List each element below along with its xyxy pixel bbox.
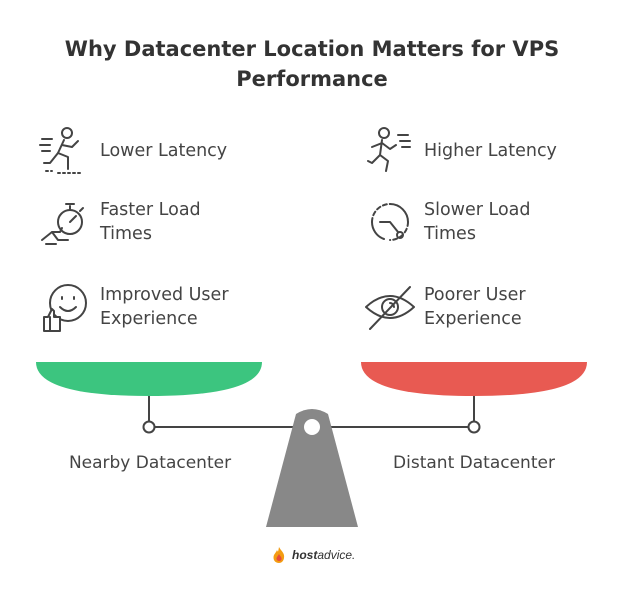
nearby-datacenter-label: Nearby Datacenter xyxy=(68,453,232,473)
benefit-label: Faster Load Times xyxy=(100,200,201,244)
benefit-lower-latency: Lower Latency xyxy=(38,123,227,179)
fulcrum xyxy=(266,409,358,527)
smiley-thumbs-up-icon xyxy=(38,279,94,335)
drawback-label: Slower Load Times xyxy=(424,200,531,244)
distant-datacenter-label: Distant Datacenter xyxy=(393,453,555,473)
flame-icon xyxy=(273,547,285,563)
broken-clock-icon xyxy=(362,194,418,250)
drawback-slower-load-times: Slower Load Times xyxy=(362,194,574,250)
fulcrum-pivot xyxy=(304,419,320,435)
right-pan xyxy=(361,362,587,396)
right-beam-joint xyxy=(467,420,481,434)
benefit-faster-load-times: Faster Load Times xyxy=(38,194,250,250)
page-title: Why Datacenter Location Matters for VPS … xyxy=(64,37,560,91)
left-beam-joint xyxy=(142,420,156,434)
hand-stopwatch-icon xyxy=(38,194,94,250)
brand-logo: hostadvice. xyxy=(270,546,355,564)
drawback-higher-latency: Higher Latency xyxy=(362,123,557,179)
benefit-label: Lower Latency xyxy=(100,141,228,161)
benefit-improved-user-experience: Improved User Experience xyxy=(38,279,250,335)
crossed-eye-icon xyxy=(362,279,418,335)
brand-name-strong: host xyxy=(292,548,318,562)
brand-name-light: advice. xyxy=(317,548,356,562)
drawback-poorer-user-experience: Poorer User Experience xyxy=(362,279,574,335)
drawback-label: Poorer User Experience xyxy=(424,285,526,329)
left-pan xyxy=(36,362,262,396)
sprinting-person-icon xyxy=(38,123,94,179)
benefit-label: Improved User Experience xyxy=(100,285,229,329)
drawback-label: Higher Latency xyxy=(424,141,557,161)
running-person-icon xyxy=(362,123,418,179)
